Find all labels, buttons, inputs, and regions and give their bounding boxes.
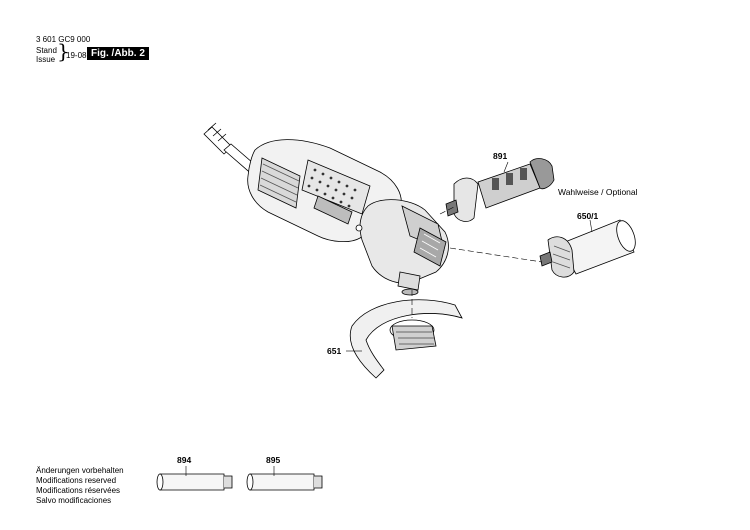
leader-lines <box>185 161 593 476</box>
note-fr: Modifications réservées <box>36 486 121 495</box>
assembly-lines <box>411 205 543 318</box>
modification-notes: Änderungen vorbehalten Modifications res… <box>36 466 124 506</box>
issue-date: 19-08-05 <box>66 51 99 60</box>
note-en: Modifications reserved <box>36 476 117 485</box>
callout-891: 891 <box>493 151 508 161</box>
issue-label: Issue <box>36 55 56 64</box>
part-number: 3 601 GC9 000 <box>36 35 91 44</box>
callout-651: 651 <box>327 346 342 356</box>
stand-label: Stand <box>36 46 57 55</box>
callout-650-1: 650/1 <box>577 211 599 221</box>
optional-note: Wahlweise / Optional <box>558 187 638 197</box>
callout-894: 894 <box>177 455 192 465</box>
angle-grinder-drawing <box>247 139 449 296</box>
note-de: Änderungen vorbehalten <box>36 466 124 475</box>
figure-badge: Fig. /Abb. 2 <box>87 47 149 60</box>
brace-icon: } <box>57 39 70 63</box>
wheel-guard-drawing <box>349 299 463 379</box>
sleeve-894-drawing <box>156 473 233 491</box>
callout-895: 895 <box>266 455 281 465</box>
sleeve-895-drawing <box>246 473 323 491</box>
handle-650-1-drawing <box>539 219 636 278</box>
note-es: Salvo modificaciones <box>36 496 112 505</box>
handle-891-drawing <box>445 158 555 222</box>
